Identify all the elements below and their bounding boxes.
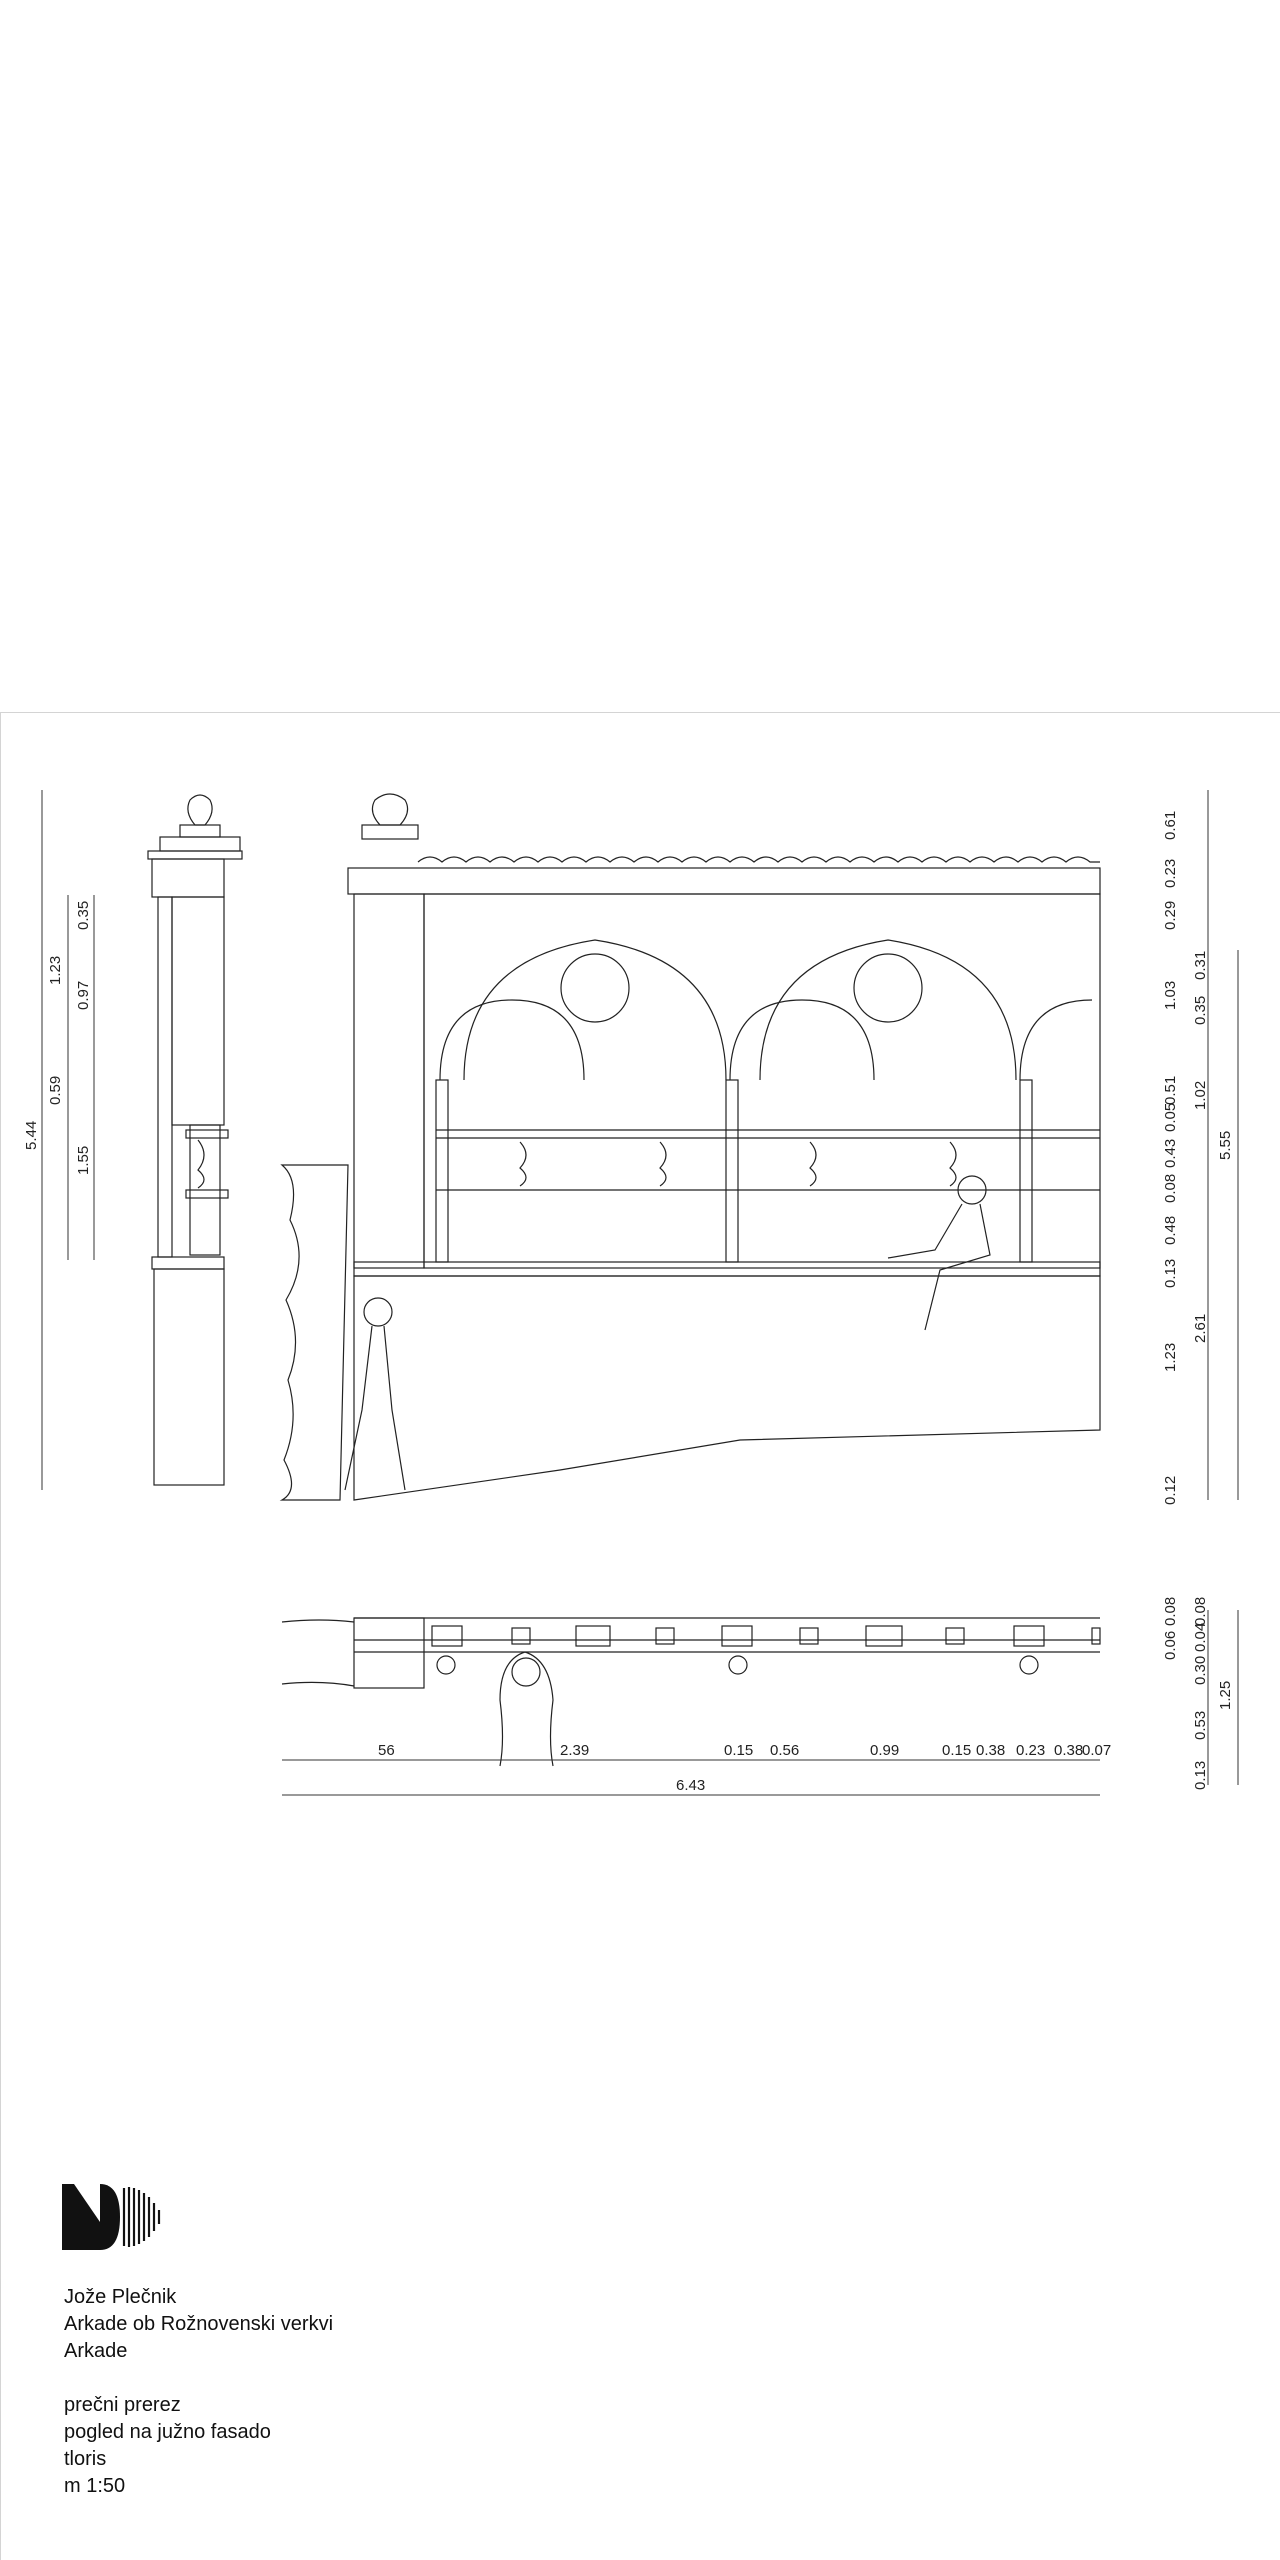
dim-plan-2: 2.39 xyxy=(560,1742,589,1759)
dim-elev-11: 1.23 xyxy=(1162,1343,1179,1372)
dim-plan-right-7: 0.53 xyxy=(1192,1711,1209,1740)
logo-mark xyxy=(62,2184,161,2250)
dim-elev-9: 0.48 xyxy=(1162,1216,1179,1245)
dim-elev-5: 0.51 xyxy=(1162,1076,1179,1105)
dim-elev-mid-5: 2.61 xyxy=(1192,1314,1209,1343)
sheet-scale: m 1:50 xyxy=(64,2475,126,2497)
dim-plan-1: 56 xyxy=(378,1742,395,1759)
dim-plan-right-3: 0.30 xyxy=(1192,1656,1209,1685)
dim-elev-2: 0.29 xyxy=(1162,901,1179,930)
dim-section-2: 0.97 xyxy=(75,981,92,1010)
project-title: Arkade ob Rožnovenski verkvi xyxy=(64,2313,334,2335)
dim-section-4: 0.59 xyxy=(47,1076,64,1105)
dim-plan-9: 0.38 xyxy=(1054,1742,1083,1759)
dim-plan-8: 0.23 xyxy=(1016,1742,1045,1759)
plan-view xyxy=(281,1617,1101,1767)
project-subject: Arkade xyxy=(64,2340,128,2362)
dim-plan-right-8: 1.25 xyxy=(1217,1681,1234,1710)
dim-plan-overall: 6.43 xyxy=(676,1777,705,1794)
dim-elev-mid-3: 1.02 xyxy=(1192,1081,1209,1110)
dim-plan-4: 0.56 xyxy=(770,1742,799,1759)
dim-elev-1: 0.61 xyxy=(1162,811,1179,840)
dim-elev-6: 0.05 xyxy=(1162,1103,1179,1132)
dim-elev-mid-4: 5.55 xyxy=(1217,1131,1234,1160)
sheet-content-section: prečni prerez xyxy=(64,2394,181,2416)
dim-plan-3: 0.15 xyxy=(724,1742,753,1759)
dim-plan-5: 0.99 xyxy=(870,1742,899,1759)
cross-section-view xyxy=(147,794,243,1486)
dimension-lines xyxy=(41,790,1239,1796)
dim-plan-right-4: 0.04 xyxy=(1192,1623,1209,1652)
dim-plan-right-6: 0.13 xyxy=(1192,1761,1209,1790)
dim-plan-10: 0.07 xyxy=(1082,1742,1111,1759)
dim-section-3: 1.23 xyxy=(47,956,64,985)
title-block: Jože Plečnik Arkade ob Rožnovenski verkv… xyxy=(64,2284,333,2500)
caption-spacer xyxy=(64,2365,333,2392)
dim-plan-7: 0.38 xyxy=(976,1742,1005,1759)
dim-elev-12: 0.12 xyxy=(1162,1476,1179,1505)
dim-elev-7: 0.43 xyxy=(1162,1139,1179,1168)
drawing-sheet xyxy=(0,712,1280,2560)
dim-plan-right-5: 0.08 xyxy=(1192,1597,1209,1626)
dim-elev-mid-2: 0.35 xyxy=(1192,996,1209,1025)
dim-elev-3: 0.23 xyxy=(1162,859,1179,888)
sheet-content-elevation: pogled na južno fasado xyxy=(64,2421,271,2443)
south-elevation-view xyxy=(279,793,1101,1501)
sheet-content-plan: tloris xyxy=(64,2448,107,2470)
dim-elev-10: 0.13 xyxy=(1162,1259,1179,1288)
architect-name: Jože Plečnik xyxy=(64,2286,177,2308)
dim-plan-right-2: 0.08 xyxy=(1162,1597,1179,1626)
dim-section-1: 0.35 xyxy=(75,901,92,930)
dim-section-5: 1.55 xyxy=(75,1146,92,1175)
dim-elev-8: 0.08 xyxy=(1162,1174,1179,1203)
dim-elev-mid-1: 0.31 xyxy=(1192,951,1209,980)
dim-plan-6: 0.15 xyxy=(942,1742,971,1759)
dim-plan-right-1: 0.06 xyxy=(1162,1631,1179,1660)
dim-elev-4: 1.03 xyxy=(1162,981,1179,1010)
dim-section-overall: 5.44 xyxy=(23,1121,40,1150)
dimension-labels: 5.44 0.35 0.97 1.23 0.59 1.55 0.61 0.29 … xyxy=(23,811,1234,1794)
